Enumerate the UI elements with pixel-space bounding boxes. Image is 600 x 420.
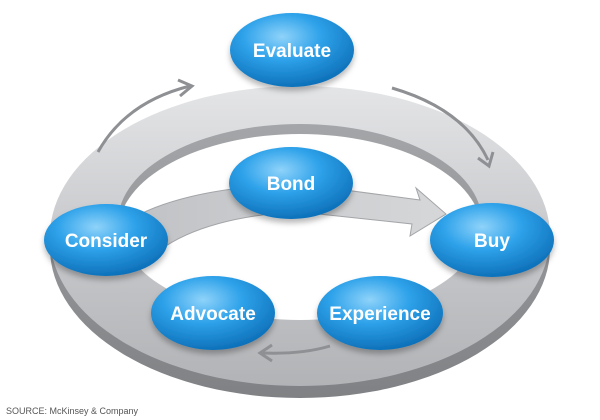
node-consider[interactable]: Consider xyxy=(44,204,168,276)
node-evaluate-label: Evaluate xyxy=(253,41,331,62)
node-experience-label: Experience xyxy=(329,304,430,325)
flow-arrow-top-left xyxy=(96,78,195,153)
node-advocate[interactable]: Advocate xyxy=(151,276,275,350)
loyalty-loop-band xyxy=(111,183,447,251)
node-buy[interactable]: Buy xyxy=(430,203,554,277)
node-consider-label: Consider xyxy=(65,231,148,252)
node-evaluate[interactable]: Evaluate xyxy=(230,13,354,87)
node-experience[interactable]: Experience xyxy=(317,276,443,350)
node-advocate-label: Advocate xyxy=(170,304,256,325)
node-buy-label: Buy xyxy=(474,231,510,252)
flow-arrow-top-right xyxy=(391,86,495,169)
flow-arrow-bottom xyxy=(257,343,331,363)
node-bond[interactable]: Bond xyxy=(229,147,353,219)
source-note: SOURCE: McKinsey & Company xyxy=(6,406,139,416)
node-bond-label: Bond xyxy=(267,174,316,195)
